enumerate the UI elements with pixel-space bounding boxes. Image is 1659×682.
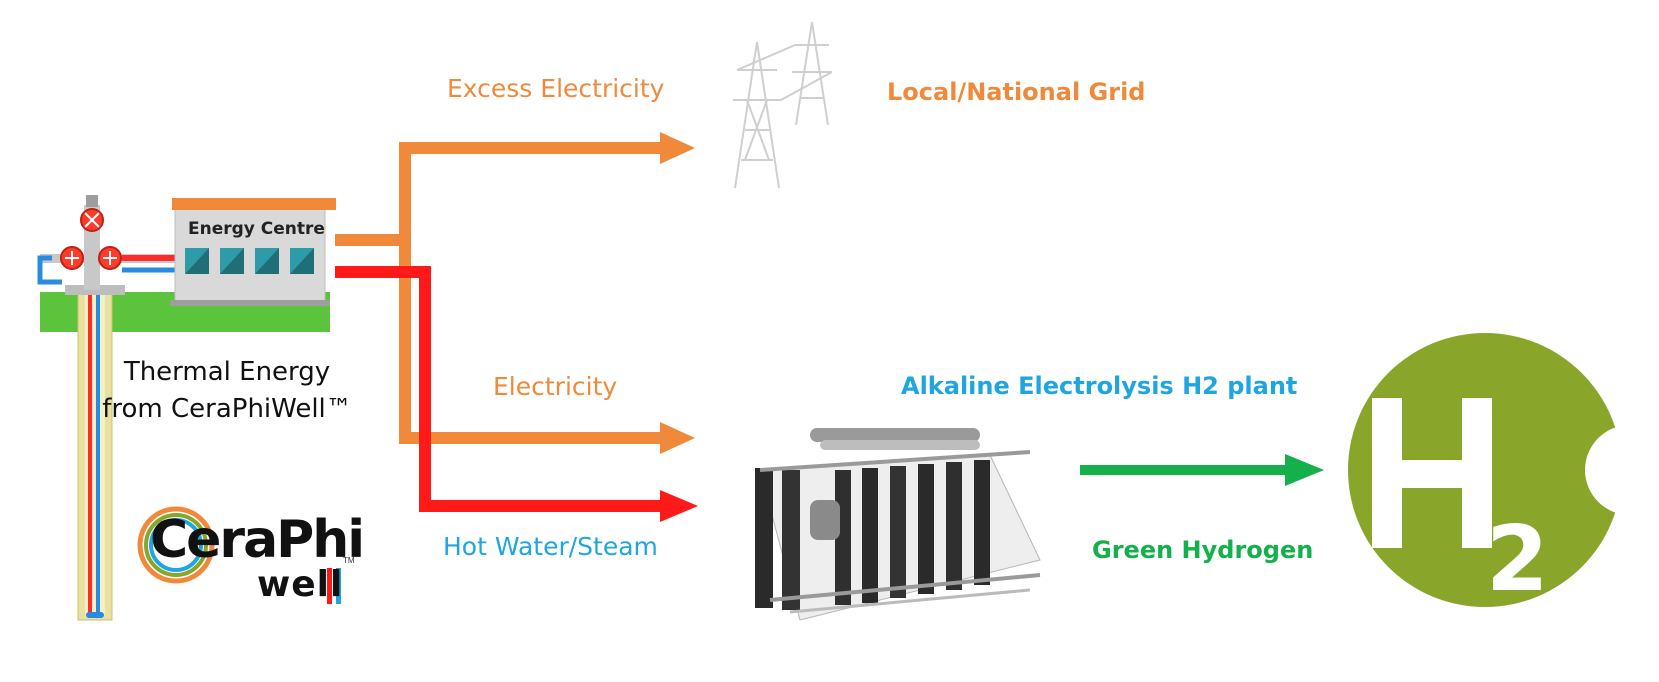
borehole bbox=[77, 289, 113, 621]
svg-text:2: 2 bbox=[1486, 507, 1549, 612]
ceraphi-logo-text: CeraPhi bbox=[150, 510, 365, 570]
hot-water-arrowhead bbox=[660, 490, 698, 522]
excess-electricity-arrowhead bbox=[660, 132, 695, 164]
electricity-arrowhead bbox=[660, 422, 695, 454]
hot-water-steam-label: Hot Water/Steam bbox=[443, 532, 658, 561]
ceraphi-logo-ring-icon bbox=[137, 506, 215, 584]
ceraphi-logo-tm: TM bbox=[343, 556, 355, 565]
logo-red-bar bbox=[327, 568, 332, 604]
excess-electricity-label: Excess Electricity bbox=[447, 74, 665, 103]
wellhead-icon bbox=[37, 195, 180, 295]
energy-centre-building-icon bbox=[170, 198, 336, 306]
ceraphi-logo-well-text: well bbox=[257, 564, 344, 605]
logo-blue-bar bbox=[336, 568, 341, 604]
h2o-logo-icon: 2 bbox=[1348, 320, 1659, 620]
grid-label: Local/National Grid bbox=[887, 78, 1146, 106]
transmission-tower-icon bbox=[733, 21, 833, 189]
electrolysis-plant-label: Alkaline Electrolysis H2 plant bbox=[901, 372, 1298, 400]
electrolysis-plant-icon bbox=[755, 428, 1041, 621]
green-hydrogen-label: Green Hydrogen bbox=[1092, 536, 1314, 564]
electricity-flow-arrows bbox=[335, 132, 695, 454]
electricity-label: Electricity bbox=[493, 372, 618, 401]
heat-flow-arrow bbox=[335, 266, 698, 522]
energy-centre-label: Energy Centre bbox=[188, 219, 325, 239]
green-hydrogen-arrow bbox=[1080, 454, 1324, 486]
thermal-energy-label: Thermal Energy from CeraPhiWell™ bbox=[102, 357, 352, 424]
